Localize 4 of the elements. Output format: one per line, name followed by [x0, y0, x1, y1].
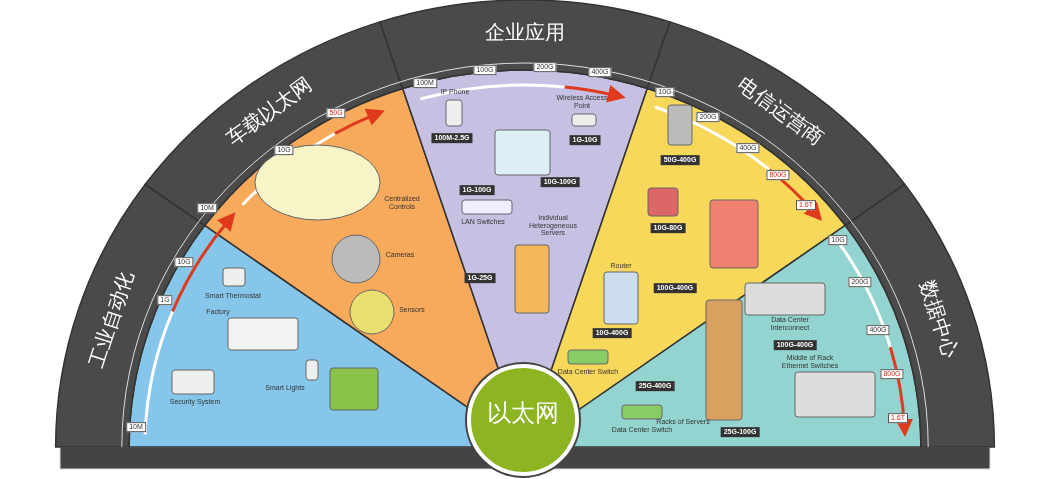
hub-title: 以太网	[487, 398, 559, 429]
sector-title: 数据中心	[916, 277, 963, 361]
sector-title: 企业应用	[485, 21, 565, 43]
sector-title: 工业自动化	[84, 267, 137, 370]
